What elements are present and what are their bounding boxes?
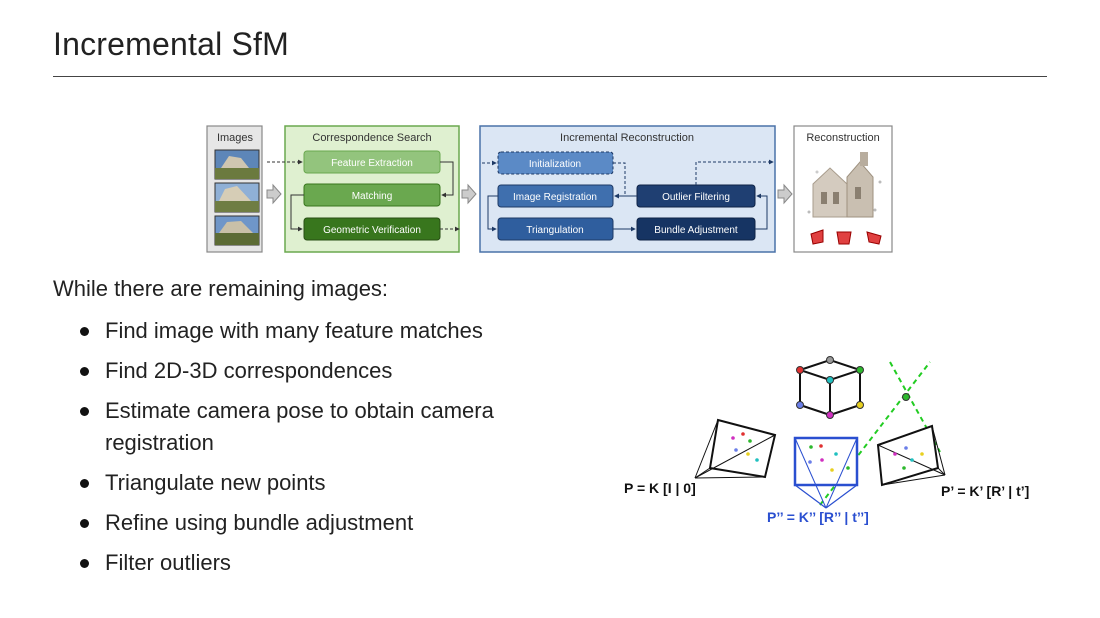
camera-left	[694, 418, 777, 479]
bullet-list: Find image with many feature matches Fin…	[78, 315, 548, 587]
bullet-icon	[80, 479, 89, 488]
correspondence-search-panel: Correspondence Search Feature Extraction…	[267, 125, 460, 253]
image-registration-label: Image Registration	[513, 192, 597, 203]
bullet-icon	[80, 407, 89, 416]
title-divider	[53, 76, 1047, 77]
slide-title: Incremental SfM	[53, 26, 289, 62]
reconstruction-panel: Reconstruction	[793, 125, 893, 253]
image-thumbnail	[214, 182, 260, 213]
image-thumbnail	[214, 215, 260, 246]
reconstruction-label: Reconstruction	[806, 132, 879, 144]
flow-arrow	[266, 183, 282, 205]
images-label: Images	[217, 132, 254, 144]
list-item: Refine using bundle adjustment	[78, 507, 548, 539]
bullet-text: Filter outliers	[105, 550, 231, 575]
images-panel: Images	[206, 125, 263, 253]
bullet-icon	[80, 367, 89, 376]
bullet-text: Find 2D-3D correspondences	[105, 358, 393, 383]
sfm-pipeline-diagram: Images Correspondence Search Feature Ext…	[206, 125, 893, 253]
list-item: Find 2D-3D correspondences	[78, 355, 548, 387]
camera-icon	[836, 231, 852, 245]
camera-left-equation: P = K [I | 0]	[624, 480, 696, 496]
flow-arrow	[461, 183, 477, 205]
camera-right-equation: P’ = K’ [R’ | t’]	[941, 483, 1029, 499]
camera-middle	[793, 436, 859, 509]
correspondence-search-title: Correspondence Search	[312, 132, 431, 144]
image-thumbnail	[214, 149, 260, 180]
multiview-geometry-diagram: P = K [I | 0] P’’ = K’’ [R’’ | t’’] P’ =…	[624, 356, 1029, 525]
flow-arrow	[777, 183, 793, 205]
list-item: Triangulate new points	[78, 467, 548, 499]
bullet-text: Triangulate new points	[105, 470, 326, 495]
geometric-verification-label: Geometric Verification	[323, 225, 421, 236]
intro-text: While there are remaining images:	[53, 276, 389, 301]
feature-extraction-label: Feature Extraction	[331, 158, 413, 169]
camera-icon	[810, 229, 824, 245]
camera-icon	[866, 231, 882, 245]
bullet-text: Find image with many feature matches	[105, 318, 483, 343]
outlier-filtering-label: Outlier Filtering	[662, 192, 730, 203]
matching-label: Matching	[352, 191, 393, 202]
bullet-icon	[80, 519, 89, 528]
list-item: Filter outliers	[78, 547, 548, 579]
bullet-icon	[80, 327, 89, 336]
bullet-icon	[80, 559, 89, 568]
bullet-text: Refine using bundle adjustment	[105, 510, 414, 535]
cube-icon	[796, 358, 864, 416]
point-cloud-image	[807, 152, 882, 218]
list-item: Find image with many feature matches	[78, 315, 548, 347]
initialization-label: Initialization	[529, 159, 581, 170]
camera-middle-equation: P’’ = K’’ [R’’ | t’’]	[767, 509, 869, 525]
bundle-adjustment-label: Bundle Adjustment	[654, 225, 738, 236]
incremental-reconstruction-panel: Incremental Reconstruction Initializatio…	[479, 125, 776, 253]
bullet-text: Estimate camera pose to obtain camera re…	[105, 398, 494, 455]
camera-right	[876, 424, 946, 487]
list-item: Estimate camera pose to obtain camera re…	[78, 395, 548, 459]
incremental-reconstruction-title: Incremental Reconstruction	[560, 132, 694, 144]
triangulation-label: Triangulation	[526, 225, 583, 236]
